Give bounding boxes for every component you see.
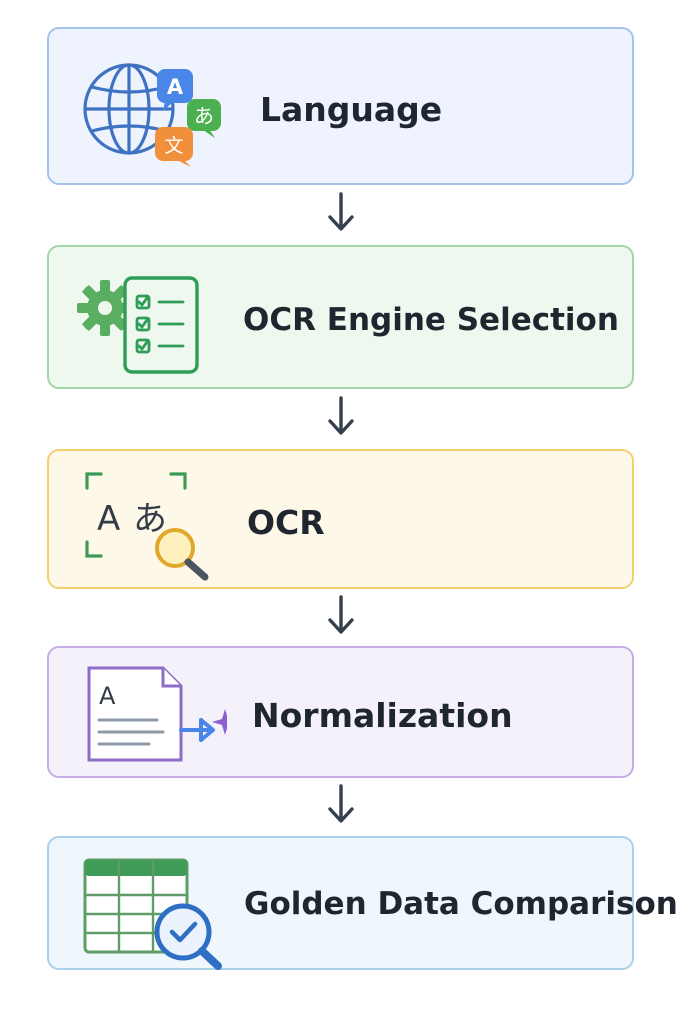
svg-text:A: A — [99, 682, 116, 710]
step-label-ocr: OCR — [247, 503, 325, 542]
step-label-golden-data-comparison: Golden Data Comparison — [244, 886, 678, 922]
text-scan-magnifier-icon: A あ — [85, 472, 209, 581]
arrow-down-icon — [328, 595, 354, 634]
arrow-down-icon — [328, 784, 354, 823]
step-normalization: A Normalization — [47, 646, 634, 778]
step-label-normalization: Normalization — [252, 696, 513, 735]
svg-text:A: A — [97, 499, 120, 539]
step-label-language: Language — [260, 90, 443, 129]
gear-checklist-icon — [77, 276, 199, 374]
globe-translate-icon: A あ 文 — [83, 63, 221, 167]
step-golden-data-comparison: Golden Data Comparison — [47, 836, 678, 970]
table-check-magnifier-icon — [83, 858, 222, 970]
svg-text:あ: あ — [194, 104, 214, 128]
step-ocr: A あ OCR — [47, 449, 634, 589]
document-sparkle-icon: A — [87, 666, 227, 762]
arrow-down-icon — [328, 192, 354, 231]
svg-text:A: A — [167, 75, 184, 99]
step-label-ocr-engine-selection: OCR Engine Selection — [243, 302, 619, 338]
step-ocr-engine-selection: OCR Engine Selection — [47, 245, 634, 389]
svg-text:あ: あ — [133, 499, 167, 539]
svg-text:文: 文 — [164, 135, 183, 157]
step-language: A あ 文 Language — [47, 27, 634, 185]
arrow-down-icon — [328, 396, 354, 435]
